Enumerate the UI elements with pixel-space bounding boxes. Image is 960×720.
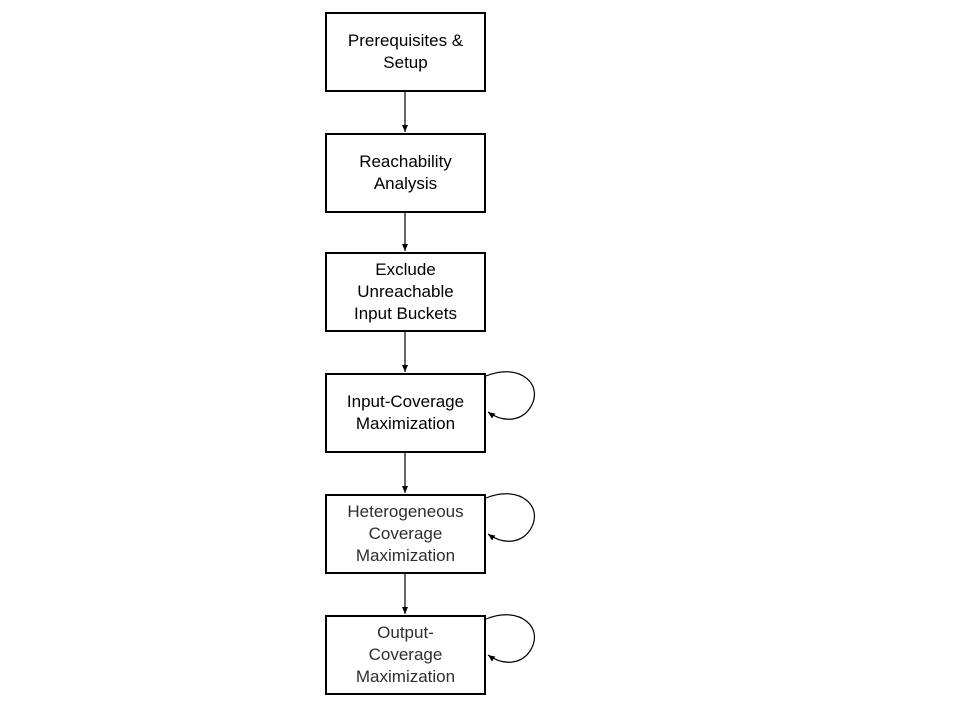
- node-input-coverage-maximization: Input-Coverage Maximization: [325, 373, 486, 453]
- node-exclude-unreachable: Exclude Unreachable Input Buckets: [325, 252, 486, 332]
- node-label-reachability: Reachability Analysis: [359, 152, 452, 193]
- node-output-coverage-maximization: Output- Coverage Maximization: [325, 615, 486, 695]
- node-label-input-coverage: Input-Coverage Maximization: [346, 392, 465, 433]
- node-label-heterogeneous: Heterogeneous Coverage Maximization: [347, 502, 464, 565]
- self-loop-input-coverage: [485, 371, 536, 420]
- node-prerequisites-setup: Prerequisites & Setup: [325, 12, 486, 92]
- node-label-exclude: Exclude Unreachable Input Buckets: [353, 260, 457, 323]
- self-loop-heterogeneous: [485, 493, 536, 542]
- node-label-prerequisites: Prerequisites & Setup: [347, 31, 464, 72]
- self-loop-output-coverage: [485, 614, 536, 663]
- node-label-output-coverage: Output- Coverage Maximization: [355, 623, 456, 686]
- node-reachability-analysis: Reachability Analysis: [325, 133, 486, 213]
- node-heterogeneous-coverage-maximization: Heterogeneous Coverage Maximization: [325, 494, 486, 574]
